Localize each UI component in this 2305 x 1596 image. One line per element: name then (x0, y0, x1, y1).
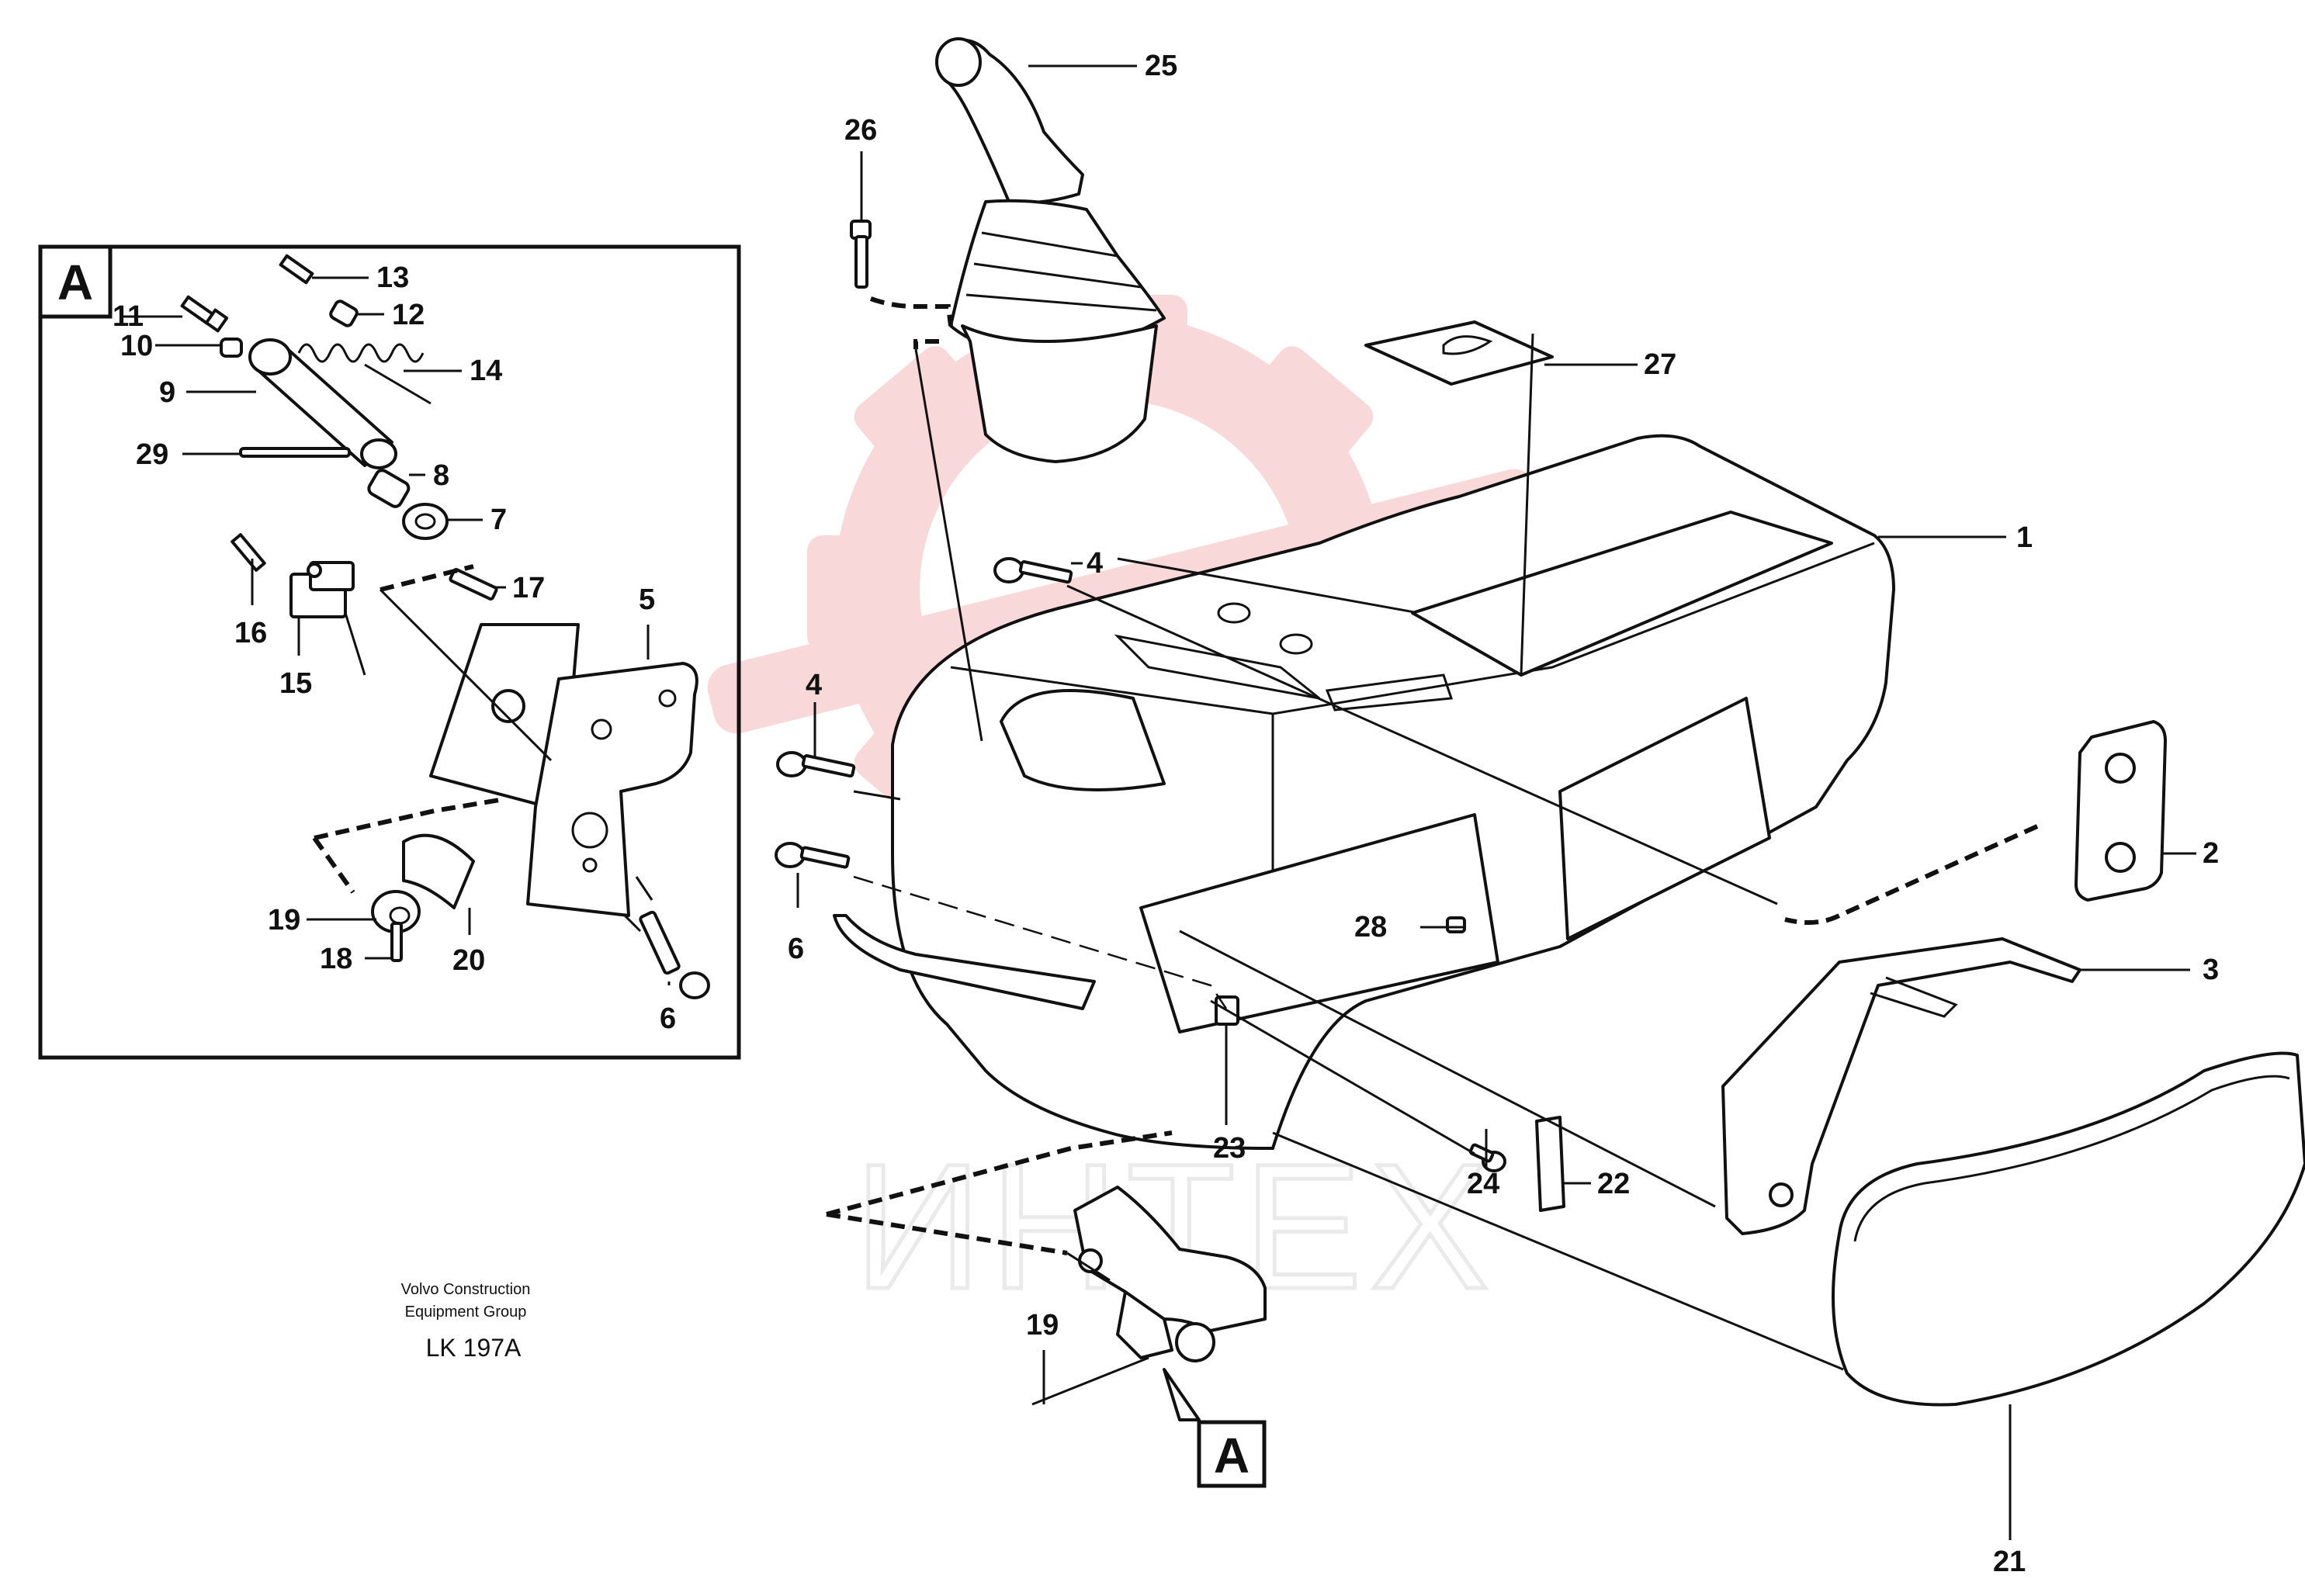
detail-view-a: A (38, 244, 741, 1060)
seat-cushion-21 (1832, 1051, 2305, 1407)
callout-29: 29 (136, 438, 168, 471)
callout-10: 10 (120, 330, 153, 362)
console-housing-1 (833, 434, 1895, 1150)
decal-22 (1535, 1116, 1565, 1212)
callout-25: 25 (1145, 50, 1177, 82)
callout-4-upper: 4 (1087, 547, 1103, 580)
callout-1: 1 (2016, 521, 2033, 554)
callout-16: 16 (234, 617, 267, 649)
plate-2 (2074, 720, 2167, 902)
clip-7 (402, 503, 449, 540)
callout-leaders (120, 64, 2196, 1540)
detail-callout-label: A (1214, 1428, 1250, 1483)
detail-view-label: A (57, 254, 93, 310)
pin-29 (239, 447, 351, 458)
joystick-25 (935, 37, 1084, 205)
screw-17 (449, 568, 498, 601)
bolt-6-detail (639, 910, 710, 999)
callout-7: 7 (490, 504, 507, 536)
callout-14: 14 (470, 355, 502, 387)
screw-13 (279, 254, 314, 285)
callout-8: 8 (433, 459, 449, 492)
callout-19-detail: 19 (268, 904, 300, 936)
callout-27: 27 (1644, 348, 1676, 381)
screw-11 (180, 295, 229, 333)
callout-5: 5 (639, 583, 655, 616)
plate-27 (1364, 320, 1554, 386)
callout-18: 18 (320, 943, 352, 975)
bracket-3 (1721, 937, 2081, 1235)
detail-callout-box (1197, 1420, 1267, 1488)
callout-4-left: 4 (806, 669, 822, 701)
callout-20: 20 (452, 944, 485, 977)
callout-11: 11 (113, 300, 144, 333)
bolt-6-main (775, 842, 851, 869)
callout-numbers: 1 2 3 4 4 5 6 6 7 8 9 10 11 12 13 14 15 … (113, 50, 2219, 1578)
callout-19-main: 19 (1026, 1309, 1059, 1342)
bracket-5 (526, 662, 698, 917)
spring-14 (297, 343, 425, 363)
switch-15 (289, 561, 355, 618)
main-assembly: A (775, 37, 2305, 1488)
cylinder-9 (248, 338, 397, 469)
lever-20 (371, 833, 475, 933)
drawing-code: LK 197A (426, 1334, 522, 1362)
detail-view-frame (38, 244, 741, 1060)
credit-line-2: Equipment Group (405, 1303, 527, 1321)
callout-23: 23 (1213, 1132, 1246, 1165)
callout-24: 24 (1467, 1168, 1499, 1200)
detail-view-label-box (38, 244, 113, 319)
callout-28: 28 (1354, 911, 1387, 943)
sleeve-8 (367, 469, 411, 508)
callout-2: 2 (2203, 837, 2219, 870)
credit-line-1: Volvo Construction (401, 1281, 531, 1298)
callout-15: 15 (279, 667, 312, 700)
bushing-10 (220, 338, 243, 358)
joystick-boot (949, 199, 1166, 463)
callout-6-main: 6 (788, 933, 804, 965)
bolt-4-upper (993, 557, 1073, 584)
callout-6-detail: 6 (660, 1002, 676, 1035)
callout-13: 13 (376, 261, 409, 294)
screw-16 (230, 533, 266, 572)
screw-18 (390, 922, 403, 962)
bolt-4-left (776, 751, 856, 778)
switch-bracket-lower (1073, 1186, 1267, 1362)
callout-22: 22 (1597, 1168, 1630, 1200)
callout-9: 9 (159, 376, 175, 409)
credit-block: Volvo Construction Equipment Group LK 19… (401, 1281, 531, 1362)
callout-26: 26 (844, 114, 877, 147)
callout-3: 3 (2203, 954, 2219, 986)
bushing-12 (329, 299, 359, 327)
callout-17: 17 (512, 572, 545, 604)
callout-12: 12 (392, 299, 425, 331)
callout-21: 21 (1993, 1546, 2026, 1578)
screw-28 (1446, 916, 1466, 933)
screw-26 (850, 220, 872, 289)
